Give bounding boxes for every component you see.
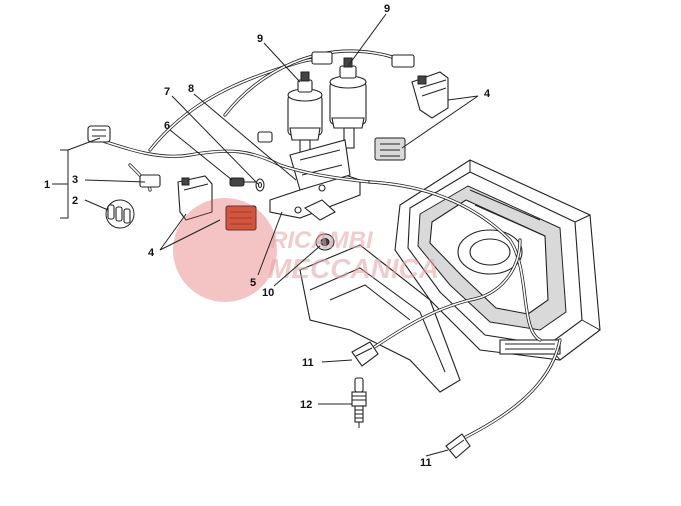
callout-8: 8: [188, 83, 194, 95]
callout-labels: 1 2 3 4 4 5 6 7 8 9 9 10 11 11 12: [44, 3, 491, 469]
washer: [255, 178, 265, 192]
leader-lines: [52, 13, 479, 457]
spark-plug: [351, 377, 367, 428]
connector-left: [177, 175, 213, 221]
callout-9-right: 9: [384, 3, 390, 15]
callout-12: 12: [300, 399, 312, 411]
callout-9-left: 9: [257, 33, 263, 45]
callout-3: 3: [72, 174, 78, 186]
screw: [229, 177, 256, 187]
callout-10: 10: [262, 287, 274, 299]
connector-top-right: [411, 71, 449, 119]
callout-5: 5: [250, 277, 256, 289]
callout-1: 1: [44, 179, 50, 191]
ignition-coil-right: [329, 57, 367, 149]
high-tension-lead-upper: [368, 238, 522, 352]
callout-4-right: 4: [484, 88, 491, 100]
connector-middle-right: [374, 137, 406, 161]
spark-plug-cap-lower: [445, 433, 471, 459]
terminal-pins: [105, 199, 135, 229]
callout-7: 7: [164, 86, 170, 98]
airbox-housing: [299, 159, 601, 393]
svg-text:MECCANICA: MECCANICA: [268, 253, 439, 284]
callout-11-lower: 11: [420, 457, 432, 469]
callout-2: 2: [72, 195, 78, 207]
wiring-harness: [87, 49, 542, 342]
high-tension-lead-lower: [458, 338, 562, 442]
callout-11-upper: 11: [302, 357, 314, 369]
spark-plug-cap-upper: [351, 341, 379, 367]
connector-highlighted: [225, 205, 257, 231]
callout-6: 6: [164, 120, 170, 132]
watermark-logo: RICAMBI MECCANICA: [173, 198, 439, 302]
svg-text:RICAMBI: RICAMBI: [270, 227, 374, 254]
rubber-mount: [315, 233, 335, 251]
callout-4-left: 4: [148, 247, 155, 259]
